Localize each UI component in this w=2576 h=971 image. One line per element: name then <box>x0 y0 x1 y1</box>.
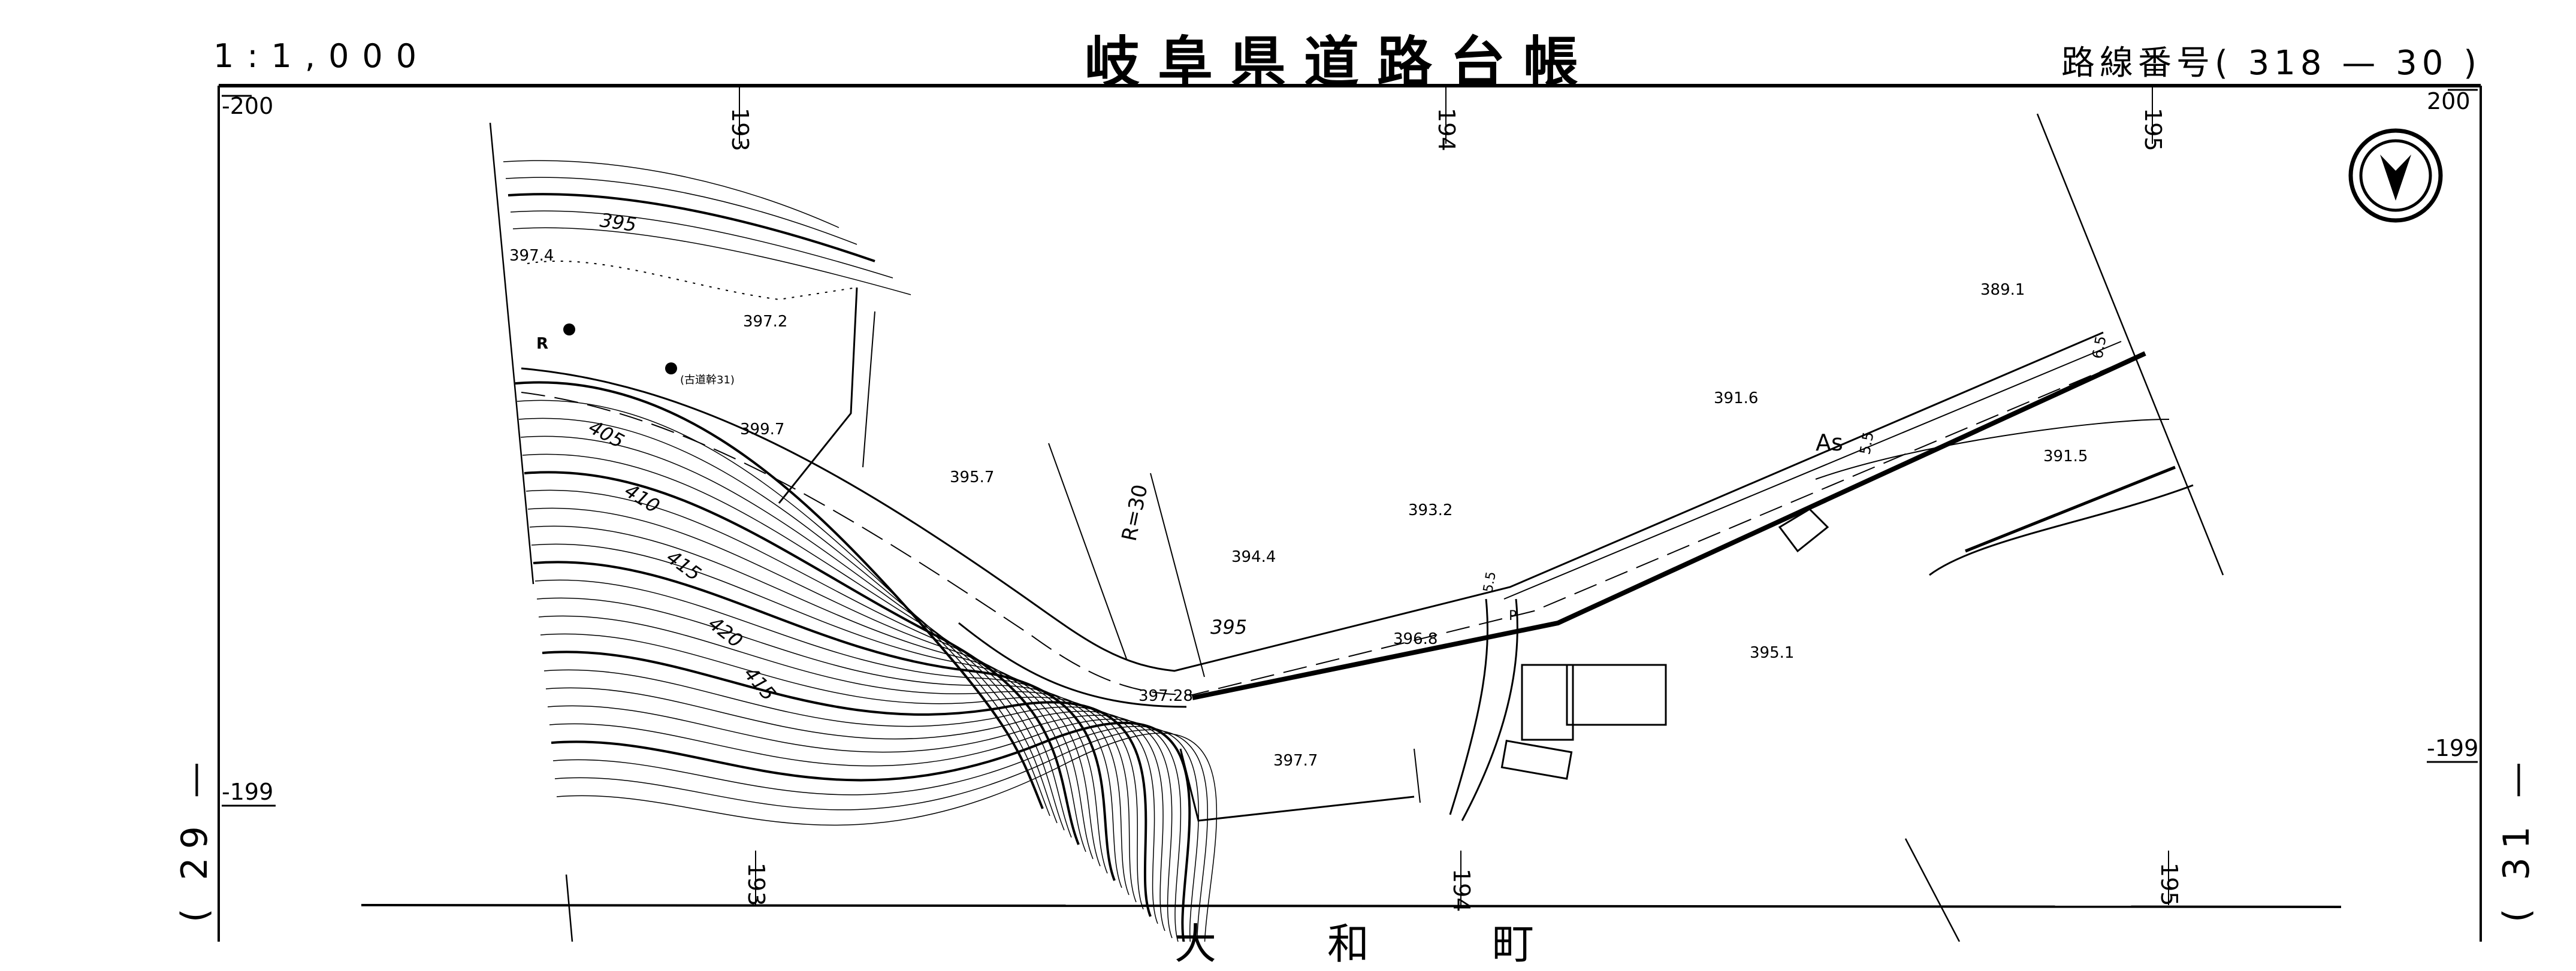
contour-line <box>551 721 1191 942</box>
grid-tick-label: 194 <box>1448 869 1475 912</box>
survey-boundary <box>2036 113 2224 576</box>
road-centerline <box>521 365 2116 696</box>
contour-line <box>515 381 1044 809</box>
building <box>1521 664 1574 741</box>
contour-line <box>520 435 1065 831</box>
grid-tick-label: 195 <box>2140 108 2166 152</box>
contour-line <box>508 193 875 262</box>
contour-line <box>518 418 1058 824</box>
map-drawing: -200 200 -199 -199 193 194 195 193 194 1… <box>218 84 2482 942</box>
contour-label: 415 <box>739 663 780 705</box>
contour-line <box>512 227 911 295</box>
grid-tick-label: 193 <box>727 108 753 152</box>
contour-line <box>526 489 1086 852</box>
contour-line <box>549 719 1182 942</box>
contour-line <box>554 729 1208 942</box>
contour-line <box>517 400 1050 816</box>
contour-label: 405 <box>585 416 628 453</box>
spot-elevation: 389.1 <box>1980 281 2025 299</box>
contour-line <box>547 705 1173 939</box>
route-number: 路線番号( 318 — 30 ) <box>2061 36 2481 84</box>
road-name-label: (古道幹31) <box>680 374 735 386</box>
contour-line <box>545 687 1165 931</box>
contour-line <box>538 615 1137 903</box>
road-edge-upper <box>521 331 2104 672</box>
contour-line <box>527 507 1094 860</box>
north-arrow-icon <box>2348 128 2443 223</box>
point-label: P <box>1509 609 1517 624</box>
contour-label: 410 <box>621 479 664 518</box>
spot-elevation: 397.4 <box>509 247 554 265</box>
spot-elevation: 399.7 <box>740 421 784 438</box>
surface-label: As <box>1816 429 1843 456</box>
road-width-label: 5.5 <box>1481 570 1499 594</box>
curve-radius-label: R=30 <box>1118 482 1153 543</box>
contour-line <box>524 471 1080 845</box>
spot-elevation: 397.2 <box>743 313 787 331</box>
side-road <box>1449 598 1488 815</box>
spot-elevation: 396.8 <box>1393 630 1438 648</box>
grid-label: -199 <box>2427 735 2478 761</box>
contour-line <box>552 725 1199 942</box>
road-width-label: 6.5 <box>2089 335 2109 360</box>
contour-line <box>556 733 1218 942</box>
road-edge-lower <box>1192 351 2146 700</box>
grid-label: -200 <box>222 93 273 119</box>
grid-tick-label: 193 <box>743 863 769 906</box>
contour-label: 420 <box>704 612 747 652</box>
contour-line <box>503 160 839 228</box>
contour-line <box>531 543 1108 874</box>
map-scale: 1:1,000 <box>213 37 430 75</box>
contour-line <box>536 597 1130 896</box>
spot-elevation: 391.5 <box>2043 447 2088 465</box>
spot-elevation: 397.7 <box>1273 752 1318 770</box>
contour-label: 395 <box>599 208 638 236</box>
route-label: 路線番号 <box>2061 44 2215 83</box>
contour-line <box>529 525 1101 867</box>
spot-elevation: 393.2 <box>1408 501 1452 519</box>
grid-tick-label: 194 <box>1433 108 1460 152</box>
r-mark: R <box>536 335 548 353</box>
sheet-boundary-line <box>361 904 2342 908</box>
building <box>1566 664 1667 726</box>
road-width-label: 5.5 <box>1856 431 1877 456</box>
contour-line <box>542 651 1152 917</box>
contour-line <box>510 210 893 279</box>
survey-boundary <box>1904 838 1961 942</box>
grid-tick-label: 195 <box>2156 863 2182 906</box>
grid-label: 200 <box>2427 88 2471 114</box>
building <box>1500 739 1573 780</box>
spot-elevation: 395.1 <box>1750 644 1794 662</box>
contour-line <box>533 561 1116 881</box>
contour-line <box>543 669 1158 924</box>
spot-elevation: 394.4 <box>1231 548 1276 566</box>
spot-elevation: 395.7 <box>950 468 994 486</box>
spot-elevation: 397.28 <box>1138 687 1193 705</box>
building <box>1778 508 1829 553</box>
survey-boundary <box>489 122 534 585</box>
contour-line <box>505 177 857 245</box>
spot-elevation: 391.6 <box>1714 389 1758 407</box>
contour-label: 395 <box>1210 616 1247 639</box>
contour-line <box>540 633 1144 910</box>
route-value: ( 318 — 30 ) <box>2215 44 2482 83</box>
grid-label: -199 <box>222 779 273 805</box>
contour-line <box>534 579 1122 888</box>
